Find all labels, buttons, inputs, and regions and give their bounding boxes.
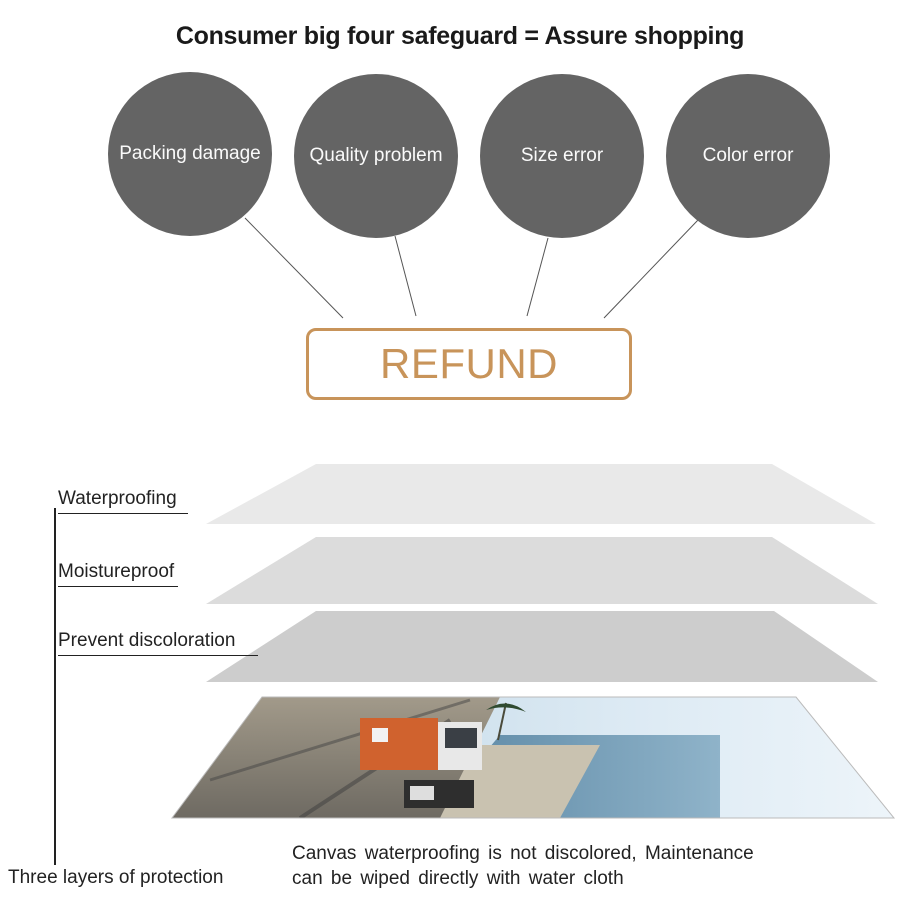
safeguard-quality-problem: Quality problem: [294, 74, 458, 238]
safeguard-packing-damage: Packing damage: [108, 72, 272, 236]
safeguard-label: Packing damage: [119, 143, 261, 164]
safeguard-size-error: Size error: [480, 74, 644, 238]
layer-moistureproof: [206, 537, 878, 604]
refund-box: REFUND: [306, 328, 632, 400]
connector-lines: [244, 217, 699, 319]
page-title: Consumer big four safeguard = Assure sho…: [175, 22, 745, 50]
canvas-print-image: [172, 697, 894, 818]
caption-line-1: Canvas waterproofing is not discolored, …: [292, 843, 754, 864]
refund-label: REFUND: [380, 340, 558, 387]
safeguard-label: Size error: [520, 145, 604, 166]
layer-label-prevent-discoloration: Prevent discoloration: [58, 630, 258, 656]
layer-prevent-discoloration: [206, 611, 878, 682]
caption-line-2: can be wiped directly with water cloth: [292, 868, 624, 889]
layer-label-moistureproof: Moistureproof: [58, 561, 178, 587]
protection-summary: Three layers of protection: [8, 867, 224, 888]
safeguard-label: Quality problem: [309, 145, 443, 166]
safeguard-label: Color error: [702, 145, 794, 166]
layer-label-waterproofing: Waterproofing: [58, 488, 188, 514]
bracket-vertical: [54, 508, 56, 865]
caption: Canvas waterproofing is not discolored, …: [292, 841, 754, 891]
safeguard-color-error: Color error: [666, 74, 830, 238]
layer-waterproofing: [206, 464, 876, 524]
